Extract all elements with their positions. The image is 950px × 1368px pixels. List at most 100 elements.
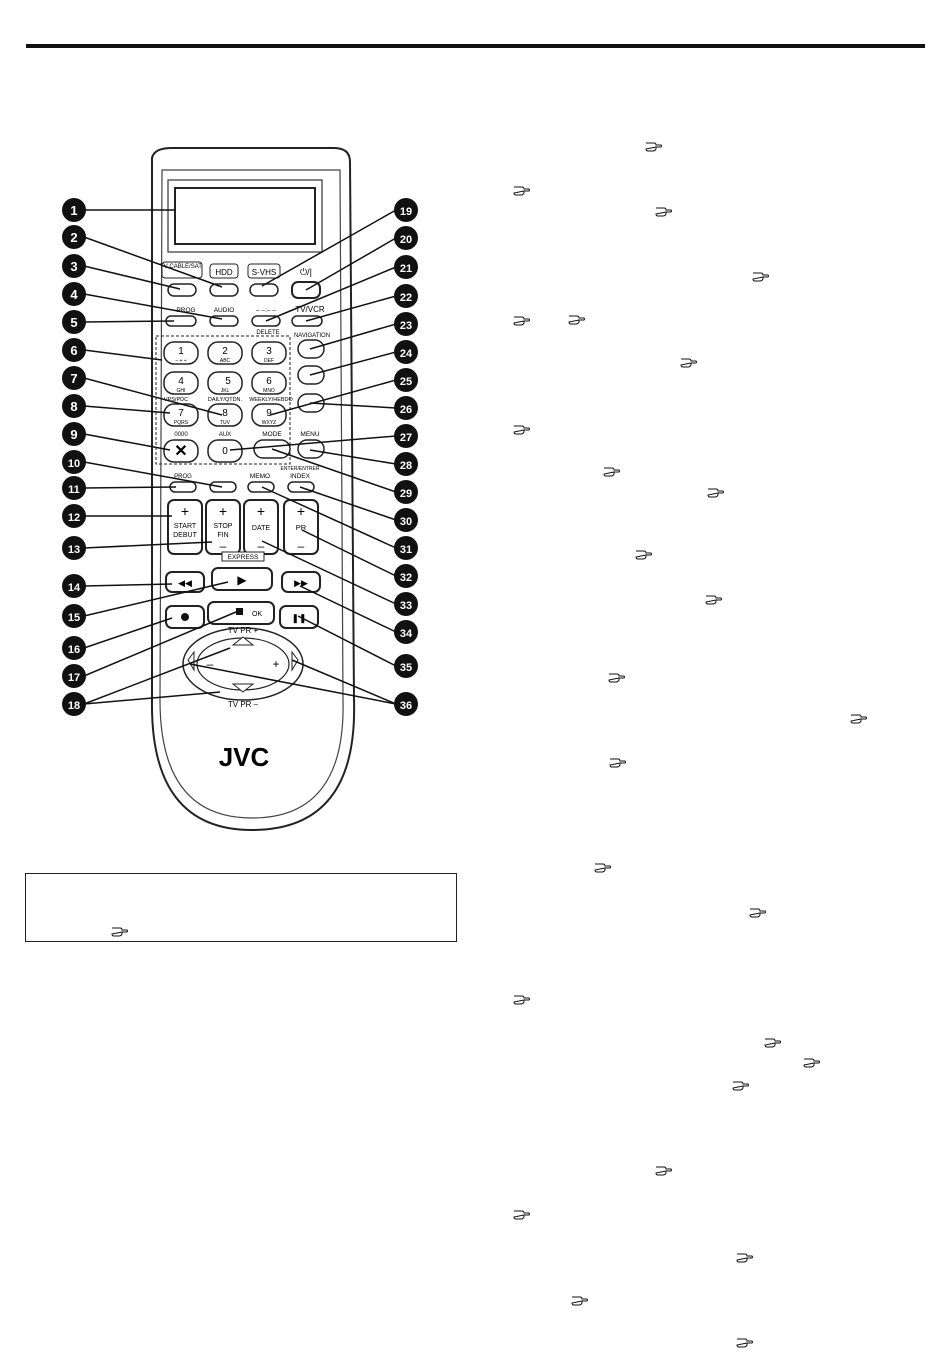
svg-text:STOP: STOP bbox=[214, 523, 233, 530]
svg-text:9: 9 bbox=[266, 408, 272, 419]
svg-text:0000: 0000 bbox=[174, 432, 188, 438]
svg-text:0: 0 bbox=[222, 446, 228, 457]
svg-text:PROG: PROG bbox=[174, 474, 192, 480]
numeric-keypad[interactable]: 1 – + ÷ 2 ABC 3 DEF 4 GHI 5 JKL 6 MNO VP… bbox=[163, 341, 294, 463]
callout-8: 8 bbox=[62, 394, 86, 418]
svg-text:24: 24 bbox=[400, 348, 413, 360]
svg-text:DATE: DATE bbox=[252, 525, 270, 532]
callout-31: 31 bbox=[394, 536, 418, 560]
svg-text:–: – bbox=[220, 539, 227, 553]
svg-text:TV/VCR: TV/VCR bbox=[295, 305, 325, 314]
hand-pointer-icon bbox=[655, 1164, 672, 1176]
svg-text:29: 29 bbox=[400, 488, 412, 500]
svg-text:6: 6 bbox=[266, 376, 272, 387]
svg-text:4: 4 bbox=[178, 376, 184, 387]
hand-pointer-icon bbox=[513, 993, 530, 1005]
hand-pointer-icon bbox=[635, 548, 652, 560]
callout-3: 3 bbox=[62, 254, 86, 278]
hand-pointer-icon bbox=[655, 205, 672, 217]
svg-text:3: 3 bbox=[266, 346, 272, 357]
callout-32: 32 bbox=[394, 564, 418, 588]
svg-text:23: 23 bbox=[400, 320, 412, 332]
hand-pointer-icon bbox=[707, 486, 724, 498]
svg-text:PROG: PROG bbox=[176, 307, 195, 314]
svg-text:JKL: JKL bbox=[221, 388, 230, 394]
hand-pointer-icon bbox=[736, 1336, 753, 1348]
row2-buttons[interactable] bbox=[165, 315, 323, 327]
svg-text:7: 7 bbox=[178, 408, 184, 419]
hand-pointer-icon bbox=[513, 1208, 530, 1220]
rocker-buttons[interactable]: + START DEBUT + STOP FIN – + DATE – + PR… bbox=[167, 499, 319, 555]
hand-pointer-icon bbox=[111, 925, 128, 937]
svg-text:–: – bbox=[298, 539, 305, 553]
svg-text:– + ÷: – + ÷ bbox=[175, 358, 186, 364]
svg-text:4: 4 bbox=[70, 287, 78, 302]
note-box bbox=[25, 873, 457, 942]
svg-text:GHI: GHI bbox=[177, 388, 186, 394]
prog-memo-buttons[interactable] bbox=[169, 481, 315, 493]
hand-pointer-icon bbox=[850, 712, 867, 724]
svg-text:6: 6 bbox=[70, 343, 77, 358]
hand-pointer-icon bbox=[803, 1056, 820, 1068]
svg-text:2: 2 bbox=[70, 230, 77, 245]
callout-30: 30 bbox=[394, 508, 418, 532]
svg-text:25: 25 bbox=[400, 376, 412, 388]
hand-pointer-icon bbox=[749, 906, 766, 918]
svg-text:31: 31 bbox=[400, 544, 412, 556]
svg-text:DAILY/QTDN.: DAILY/QTDN. bbox=[208, 397, 243, 403]
hand-pointer-icon bbox=[571, 1294, 588, 1306]
callout-25: 25 bbox=[394, 368, 418, 392]
callout-28: 28 bbox=[394, 452, 418, 476]
callout-33: 33 bbox=[394, 592, 418, 616]
callout-6: 6 bbox=[62, 338, 86, 362]
brand-logo: JVC bbox=[219, 742, 270, 772]
hand-pointer-icon bbox=[513, 423, 530, 435]
hand-pointer-icon bbox=[568, 313, 585, 325]
hand-pointer-icon bbox=[764, 1036, 781, 1048]
svg-text:ENTER/ENTRER: ENTER/ENTRER bbox=[281, 466, 320, 472]
hand-pointer-icon bbox=[752, 270, 769, 282]
callout-13: 13 bbox=[62, 536, 86, 560]
callout-2: 2 bbox=[62, 225, 86, 249]
svg-text:2: 2 bbox=[222, 346, 228, 357]
hand-pointer-icon bbox=[736, 1251, 753, 1263]
callout-36: 36 bbox=[394, 692, 418, 716]
callout-27: 27 bbox=[394, 424, 418, 448]
svg-text:PR: PR bbox=[296, 523, 307, 532]
hand-pointer-icon bbox=[603, 465, 620, 477]
label-hdd: HDD bbox=[215, 268, 233, 277]
callout-badges: 1 2 3 4 5 6 7 8 9 10 11 12 13 14 15 16 1… bbox=[62, 198, 418, 716]
svg-text:TV PR –: TV PR – bbox=[228, 700, 259, 709]
svg-text:+: + bbox=[297, 503, 305, 519]
svg-text:13: 13 bbox=[68, 544, 80, 556]
svg-text:– –:– –: – –:– – bbox=[256, 307, 276, 314]
svg-text:MENU: MENU bbox=[300, 431, 319, 438]
transport-buttons[interactable]: ◀◀ ▶ ▶▶ OK ❚❚ bbox=[165, 567, 321, 629]
svg-text:36: 36 bbox=[400, 700, 412, 712]
svg-text:DEBUT: DEBUT bbox=[173, 532, 197, 539]
hand-pointer-icon bbox=[594, 861, 611, 873]
svg-text:17: 17 bbox=[68, 672, 80, 684]
callout-15: 15 bbox=[62, 604, 86, 628]
svg-text:+: + bbox=[257, 503, 265, 519]
svg-text:7: 7 bbox=[70, 371, 77, 386]
callout-7: 7 bbox=[62, 366, 86, 390]
lcd-display bbox=[174, 187, 316, 245]
svg-text:1: 1 bbox=[178, 346, 184, 357]
svg-text:–: – bbox=[258, 539, 265, 553]
callout-18: 18 bbox=[62, 692, 86, 716]
svg-text:+: + bbox=[272, 657, 279, 671]
callout-12: 12 bbox=[62, 504, 86, 528]
svg-text:5: 5 bbox=[70, 315, 77, 330]
svg-text:–: – bbox=[207, 657, 214, 671]
callout-26: 26 bbox=[394, 396, 418, 420]
svg-text:◀◀: ◀◀ bbox=[178, 578, 192, 588]
svg-text:35: 35 bbox=[400, 662, 412, 674]
svg-text:26: 26 bbox=[400, 404, 412, 416]
svg-text:+: + bbox=[219, 503, 227, 519]
hand-pointer-icon bbox=[608, 671, 625, 683]
svg-text:22: 22 bbox=[400, 292, 412, 304]
svg-text:MODE: MODE bbox=[262, 431, 282, 438]
svg-text:1: 1 bbox=[70, 203, 77, 218]
source-buttons[interactable] bbox=[167, 281, 321, 299]
